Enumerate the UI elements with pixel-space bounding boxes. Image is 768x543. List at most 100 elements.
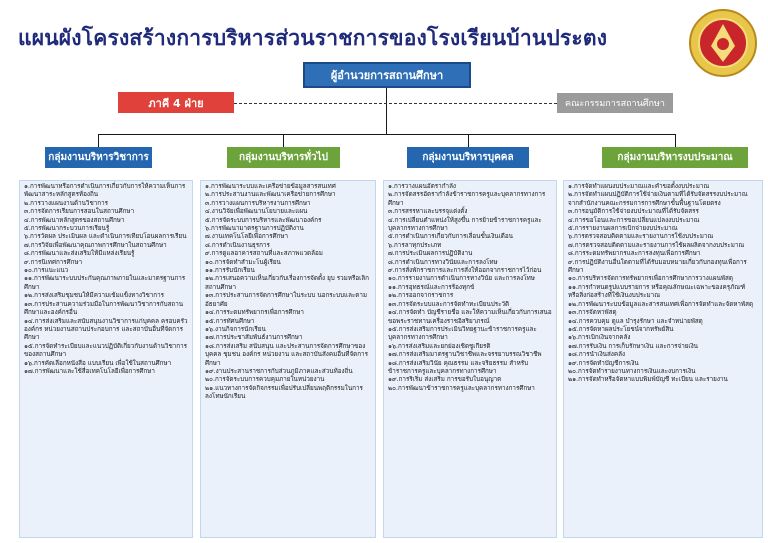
group-header-general: กลุ่มงานบริหารทั่วไป [227,147,340,168]
list-item: ๑๘.การนำเงินส่งคลัง [568,351,626,359]
list-item: ๒.การจัดทำแผนปฏิบัติการใช้จ่ายเงินตามที่… [568,191,748,207]
list-item: ๙.การปฏิบัติงานอื่นใดตามที่ได้รับมอบหมาย… [568,258,747,275]
list-item: ๖.การลาทุกประเภท [388,241,442,249]
dashed-connector [234,103,557,104]
list-item: ๒.การวางแผนงานด้านวิชาการ [24,199,109,207]
list-item: ๒๑.การจัดทำหรือจัดหาแบบพิมพ์บัญชี ทะเบีย… [568,376,728,384]
list-item: ๑๗.การประชาสัมพันธ์งานการศึกษา [205,334,303,342]
list-item: ๑๐.การจัดทำสำมะโนผู้เรียน [205,258,281,266]
connector-line [675,134,676,147]
duty-list: ๑.การพัฒนาหรือการดำเนินการเกี่ยวกับการให… [24,183,188,376]
connector-line [386,88,387,134]
list-item: ๖.การตรวจสอบติดตามและรายงานการใช้งบประมา… [568,233,714,241]
list-item: ๑๐.การบริหารจัดการทรัพยากรเพื่อการศึกษาก… [568,275,733,283]
list-item: ๒๐.การจัดระบบการควบคุมภายในหน่วยงาน [205,376,325,384]
list-item: ๓.การวางแผนการบริหารงานการศึกษา [205,199,311,207]
list-item: ๑๗.การพัฒนาและใช้สื่อเทคโนโลยีเพื่อการศึ… [24,367,155,375]
list-item: ๑๒.การเสนอความเห็นเกี่ยวกับเรื่องการจัดต… [205,275,369,291]
list-item: ๔.งานวิจัยเพื่อพัฒนานโยบายและแผน [205,208,308,216]
list-item: ๖.การวัดผล ประเมินผล และดำเนินการเทียบโอ… [24,233,187,241]
list-item: ๑๔.การจัดทำ บัญชีรายชื่อ และให้ความเห็นเ… [388,309,552,325]
list-item: ๒๐.การพัฒนาข้าราชการครูและบุคลากรทางการศ… [388,384,535,392]
list-item: ๑๙.งานประสานราชการกับส่วนภูมิภาคและส่วนท… [205,367,353,375]
list-item: ๑.การพัฒนาหรือการดำเนินการเกี่ยวกับการให… [24,183,186,199]
list-item: ๑๒.การออกจากราชการ [388,292,454,300]
committee-box: คณะกรรมการสถานศึกษา [557,93,673,113]
list-item: ๔.การพัฒนาหลักสูตรของสถานศึกษา [24,216,125,224]
list-item: ๘.การระดมทรัพยากรและการลงทุนเพื่อการศึกษ… [568,250,701,258]
list-item: ๑๔.การควบคุม ดูแล บำรุงรักษา และจำหน่ายพ… [568,317,703,325]
list-item: ๑๙.การริเริ่ม ส่งเสริม การขอรับใบอนุญาต [388,376,502,384]
list-item: ๑๕.การจัดทำระเบียบและแนวปฏิบัติเกี่ยวกับ… [24,342,187,359]
list-item: ๑๒.การส่งเสริมชุมชนให้มีความเข้มแข็งทางว… [24,292,165,300]
four-party-box: ภาคี 4 ฝ่าย [118,92,234,113]
budget-duty-list: ๑.การจัดทำแผนงบประมาณและคำขอตั้งงบประมาณ… [563,180,763,538]
connector-line [98,134,676,135]
list-item: ๑๓.การจัดระบบและการจัดทำทะเบียนประวัติ [388,300,510,308]
academic-duty-list: ๑.การพัฒนาหรือการดำเนินการเกี่ยวกับการให… [19,180,193,538]
list-item: ๕.การดำเนินการเกี่ยวกับการเลื่อนขั้นเงิน… [388,233,513,241]
list-item: ๑.การพัฒนาระบบและเครือข่ายข้อมูลสารสนเทศ [205,183,336,190]
list-item: ๙.การสั่งพักราชการและการสั่งให้ออกจากราช… [388,267,542,275]
list-item: ๑.การวางแผนอัตรากำลัง [388,183,456,190]
list-item: ๑๗.การรับเงิน การเก็บรักษาเงิน และการจ่า… [568,342,698,350]
list-item: ๑๕.การส่งเสริมการประเมินวิทยฐานะข้าราชกา… [388,325,537,342]
list-item: ๑๐.การแนะแนว [24,267,69,275]
list-item: ๘.การดำเนินงานธุรการ [205,241,270,249]
list-item: ๔.การเปลี่ยนตำแหน่งให้สูงขึ้น การย้ายข้า… [388,216,542,233]
list-item: ๑๗.การส่งเสริมมาตรฐานวิชาชีพและจรรยาบรรณ… [388,351,542,359]
list-item: ๒๑.แนวทางการจัดกิจกรรมเพื่อปรับเปลี่ยนพฤ… [205,384,363,401]
list-item: ๑๕.การจัดหาผลประโยชน์จากทรัพย์สิน [568,325,674,333]
list-item: ๗.การวิจัยเพื่อพัฒนาคุณภาพการศึกษาในสถาน… [24,241,167,249]
list-item: ๘.การดำเนินการทางวินัยและการลงโทษ [388,258,498,266]
group-header-budget: กลุ่มงานบริหารงบประมาณ [602,147,748,168]
list-item: ๑๑.การกำหนดรูปแบบรายการ หรือคุณลักษณะเฉพ… [568,283,746,300]
list-item: ๑๑.การรับนักเรียน [205,267,255,275]
list-item: ๕.การรายงานผลการเบิกจ่ายงบประมาณ [568,225,678,233]
connector-line [468,134,469,147]
list-item: ๑๕.การทัศนศึกษา [205,317,255,325]
list-item: ๔.การขอโอนและการขอเปลี่ยนแปลงงบประมาณ [568,216,700,224]
list-item: ๒.การจัดสรรอัตรากำลังข้าราชการครูและบุคล… [388,191,546,207]
connector-line [283,134,284,147]
group-header-academic: กลุ่มงานบริหารวิชาการ [45,147,152,168]
list-item: ๓.การอนุมัติการใช้จ่ายงบประมาณที่ได้รับจ… [568,208,699,216]
duty-list: ๑.การพัฒนาระบบและเครือข่ายข้อมูลสารสนเทศ… [205,183,371,402]
list-item: ๑๑.การอุทธรณ์และการร้องทุกข์ [388,283,475,291]
group-header-personnel: กลุ่มงานบริหารบุคคล [407,147,529,168]
list-item: ๗.การตรวจสอบติดตามและรายงานการใช้ผลผลิตจ… [568,241,745,249]
list-item: ๖.การพัฒนามาตรฐานการปฏิบัติงาน [205,225,304,233]
list-item: ๑๘.การส่งเสริม สนับสนุน และประสานการจัดก… [205,342,368,367]
personnel-duty-list: ๑.การวางแผนอัตรากำลัง๒.การจัดสรรอัตรากำล… [383,180,557,538]
list-item: ๑๖.การเบิกเงินจากคลัง [568,334,631,342]
director-box: ผู้อำนวยการสถานศึกษา [303,62,471,88]
list-item: ๑๒.การพัฒนาระบบข้อมูลและสารสนเทศเพื่อการ… [568,300,754,308]
list-item: ๑๙.การจัดทำบัญชีการเงิน [568,359,639,367]
connector-line [98,134,99,147]
school-emblem-icon [689,9,757,77]
list-item: ๑๘.การส่งเสริมวินัย คุณธรรม และจริยธรรม … [388,359,529,375]
list-item: ๑๐.การรายงานการดำเนินการทางวินัย และการล… [388,275,535,283]
list-item: ๕.การพัฒนากระบวนการเรียนรู้ [24,225,110,233]
list-item: ๑๔.การส่งเสริมและสนับสนุนงานวิชาการแก่บุ… [24,317,188,342]
list-item: ๒.การประสานงานและพัฒนาเครือข่ายการศึกษา [205,191,336,199]
page-title: แผนผังโครงสร้างการบริหารส่วนราชการของโรง… [18,26,608,50]
list-item: ๕.การจัดระบบการบริหารและพัฒนาองค์กร [205,216,322,224]
list-item: ๓.การสรรหาและบรรจุแต่งตั้ง [388,208,468,216]
list-item: ๑.การจัดทำแผนงบประมาณและคำขอตั้งงบประมาณ [568,183,710,190]
general-duty-list: ๑.การพัฒนาระบบและเครือข่ายข้อมูลสารสนเทศ… [200,180,376,538]
list-item: ๑๓.การประสานความร่วมมือในการพัฒนาวิชาการ… [24,300,184,317]
duty-list: ๑.การจัดทำแผนงบประมาณและคำขอตั้งงบประมาณ… [568,183,758,385]
list-item: ๓.การจัดการเรียนการสอนในสถานศึกษา [24,208,135,216]
list-item: ๑๖.การคัดเลือกหนังสือ แบบเรียน เพื่อใช้ใ… [24,359,172,367]
list-item: ๗.งานเทคโนโลยีเพื่อการศึกษา [205,233,289,241]
list-item: ๑๓.การประสานการจัดการศึกษาในระบบ นอกระบบ… [205,292,368,308]
list-item: ๘.การพัฒนาและส่งเสริมให้มีแหล่งเรียนรู้ [24,250,135,258]
list-item: ๑๓.การจัดหาพัสดุ [568,309,617,317]
list-item: ๑๑.การพัฒนาระบบประกันคุณภาพภายในและมาตรฐ… [24,275,186,291]
list-item: ๙.การนิเทศการศึกษา [24,258,83,266]
list-item: ๑๖.งานกิจการนักเรียน [205,325,266,333]
duty-list: ๑.การวางแผนอัตรากำลัง๒.การจัดสรรอัตรากำล… [388,183,552,393]
list-item: ๑๔.การระดมทรัพยากรเพื่อการศึกษา [205,309,304,317]
list-item: ๑๖.การส่งเสริมและยกย่องเชิดชูเกียรติ [388,342,491,350]
